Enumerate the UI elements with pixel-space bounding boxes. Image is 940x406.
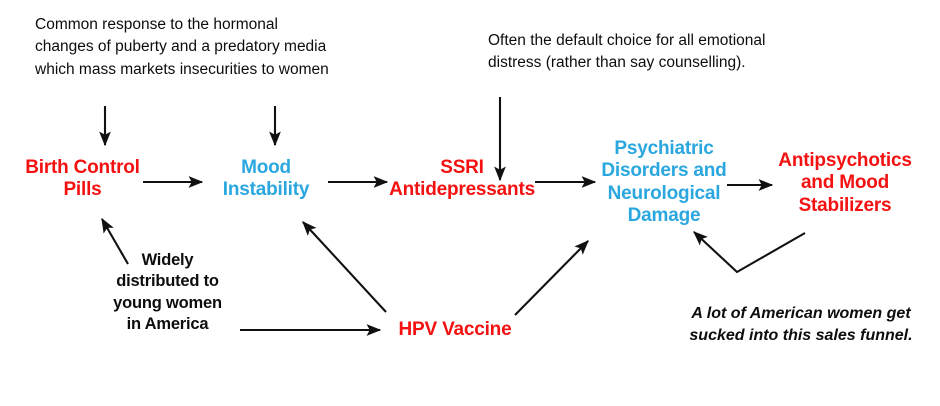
- node-antipsychotics-mood-stabilizers[interactable]: Antipsychotics and Mood Stabilizers: [778, 150, 912, 216]
- note-default-choice: Often the default choice for all emotion…: [488, 32, 766, 72]
- node-mood-instability[interactable]: Mood Instability: [222, 157, 310, 201]
- note-puberty: Common response to the hormonal changes …: [35, 16, 329, 78]
- node-psychiatric-disorders[interactable]: Psychiatric Disorders and Neurological D…: [601, 138, 727, 227]
- edge-hpv-to-psychiatric: [514, 240, 589, 316]
- note-widely-distributed: Widely distributed to young women in Ame…: [113, 251, 222, 334]
- node-ssri-antidepressants[interactable]: SSRI Antidepressants: [389, 157, 535, 201]
- node-birth-control-pills[interactable]: Birth Control Pills: [25, 157, 140, 201]
- note-sales-funnel: A lot of American women get sucked into …: [689, 305, 913, 345]
- node-hpv-vaccine[interactable]: HPV Vaccine: [398, 319, 512, 340]
- edge-antipsychotics-to-psychiatric: [693, 231, 806, 274]
- edge-hpv-to-mood-instability: [302, 221, 387, 313]
